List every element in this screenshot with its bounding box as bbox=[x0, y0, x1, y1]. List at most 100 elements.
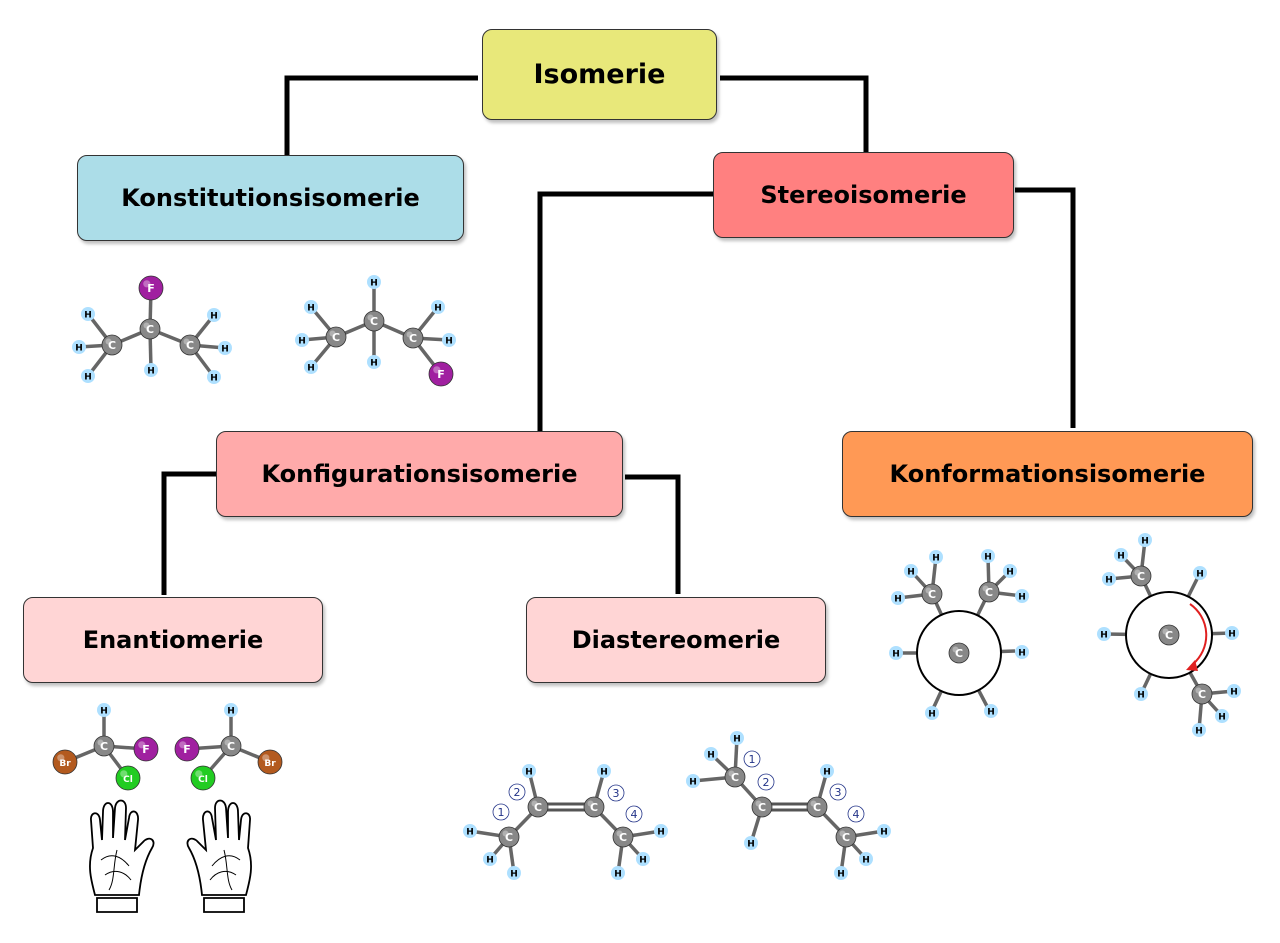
trans-butene-atom-hydrogen: H bbox=[859, 852, 873, 866]
atom-symbol: H bbox=[907, 568, 915, 578]
fluoropropane-1-atom-fluorine: F bbox=[428, 361, 454, 387]
atom-symbol: C bbox=[928, 588, 936, 601]
atom-symbol: C bbox=[370, 315, 378, 328]
newman-staggered-atom-hydrogen: H bbox=[1215, 709, 1229, 723]
node-label-konformationsisomerie: Konformationsisomerie bbox=[889, 460, 1206, 488]
newman-staggered-atom-carbon: C bbox=[1191, 683, 1213, 705]
carbon-number-label: 1 bbox=[743, 750, 761, 768]
carbon-number: 1 bbox=[749, 753, 756, 766]
hand-outline bbox=[89, 799, 155, 896]
atom-symbol: H bbox=[1196, 570, 1204, 580]
carbon-number: 3 bbox=[613, 787, 620, 800]
atom-symbol: C bbox=[758, 801, 766, 814]
carbon-number: 2 bbox=[763, 776, 770, 789]
node-label-diastereomerie: Diastereomerie bbox=[571, 626, 781, 654]
carbon-number-label: 2 bbox=[757, 773, 775, 791]
enantiomer-left-atom-carbon: C bbox=[93, 735, 115, 757]
newman-staggered-atom-hydrogen: H bbox=[1225, 626, 1239, 640]
newman-eclipsed-atom-hydrogen: H bbox=[1015, 589, 1029, 603]
node-label-konfigurationsisomerie: Konfigurationsisomerie bbox=[261, 460, 578, 488]
fluoropropane-2-atom-hydrogen: H bbox=[207, 308, 221, 322]
atom-symbol: H bbox=[210, 374, 218, 384]
atom-symbol: H bbox=[733, 735, 741, 745]
atom-symbol: C bbox=[731, 771, 739, 784]
fluoropropane-2-atom-hydrogen: H bbox=[144, 363, 158, 377]
fluoropropane-2-atom-fluorine: F bbox=[138, 275, 164, 301]
atom-symbol: C bbox=[108, 339, 116, 352]
carbon-number: 2 bbox=[514, 786, 521, 799]
atom-symbol: H bbox=[932, 554, 940, 564]
fluoropropane-1-atom-carbon: C bbox=[325, 326, 347, 348]
atom-symbol: H bbox=[1100, 631, 1108, 641]
fluoropropane-2-atom-hydrogen: H bbox=[81, 307, 95, 321]
atom-symbol: H bbox=[894, 595, 902, 605]
fluoropropane-1-atom-hydrogen: H bbox=[442, 333, 456, 347]
atom-symbol: H bbox=[370, 279, 378, 289]
atom-symbol: H bbox=[689, 778, 697, 788]
node-konstitutionsisomerie: Konstitutionsisomerie bbox=[77, 155, 464, 241]
atom-symbol: C bbox=[409, 332, 417, 345]
node-stereoisomerie: Stereoisomerie bbox=[713, 152, 1014, 238]
node-label-isomerie: Isomerie bbox=[533, 59, 666, 90]
fluoropropane-2-atom-hydrogen: H bbox=[218, 341, 232, 355]
atom-symbol: C bbox=[985, 586, 993, 599]
cis-butene-atom-carbon: C bbox=[612, 826, 634, 848]
atom-symbol: C bbox=[619, 831, 627, 844]
newman-eclipsed-atom-hydrogen: H bbox=[925, 706, 939, 720]
newman-staggered-atom-hydrogen: H bbox=[1134, 687, 1148, 701]
trans-butene-atom-hydrogen: H bbox=[820, 764, 834, 778]
atom-symbol: H bbox=[84, 373, 92, 383]
atom-symbol: C bbox=[1137, 570, 1145, 583]
carbon-number-label: 3 bbox=[607, 784, 625, 802]
atom-symbol: H bbox=[298, 337, 306, 347]
bonds bbox=[64, 282, 1235, 874]
atom-symbol: C bbox=[955, 647, 963, 660]
trans-butene-atom-carbon: C bbox=[751, 796, 773, 818]
atom-symbol: H bbox=[837, 870, 845, 880]
newman-staggered-atom-hydrogen: H bbox=[1227, 684, 1241, 698]
atom-symbol: H bbox=[525, 768, 533, 778]
node-enantiomerie: Enantiomerie bbox=[23, 597, 323, 683]
atom-symbol: H bbox=[1218, 713, 1226, 723]
node-isomerie: Isomerie bbox=[482, 29, 717, 120]
enantiomer-left-atom-fluorine: F bbox=[133, 736, 159, 762]
cis-butene-atom-hydrogen: H bbox=[522, 764, 536, 778]
atom-symbol: C bbox=[1198, 688, 1206, 701]
newman-eclipsed-atom-hydrogen: H bbox=[929, 550, 943, 564]
newman-staggered-atom-hydrogen: H bbox=[1193, 566, 1207, 580]
atom-symbol: H bbox=[445, 337, 453, 347]
atom-symbol: C bbox=[146, 323, 154, 336]
cis-butene-atom-carbon: C bbox=[583, 796, 605, 818]
trans-butene-atom-hydrogen: H bbox=[834, 866, 848, 880]
atom-symbol: C bbox=[534, 801, 542, 814]
connector-lines bbox=[161, 75, 1076, 595]
atom-symbol: H bbox=[639, 856, 647, 866]
atom-symbol: C bbox=[813, 801, 821, 814]
node-label-enantiomerie: Enantiomerie bbox=[82, 626, 264, 654]
enantiomer-left-atom-chlorine: Cl bbox=[115, 765, 141, 791]
rotation-arrowhead bbox=[1186, 660, 1198, 671]
hand-cuff bbox=[203, 897, 245, 913]
trans-butene-atom-hydrogen: H bbox=[744, 836, 758, 850]
node-konformationsisomerie: Konformationsisomerie bbox=[842, 431, 1253, 517]
enantiomer-right-atom-chlorine: Cl bbox=[190, 765, 216, 791]
atom-symbol: H bbox=[486, 856, 494, 866]
newman-eclipsed-atom-hydrogen: H bbox=[984, 704, 998, 718]
enantiomer-right-atom-bromine: Br bbox=[257, 749, 283, 775]
atom-symbol: H bbox=[928, 710, 936, 720]
node-label-konstitutionsisomerie: Konstitutionsisomerie bbox=[121, 184, 420, 212]
atom-symbol: C bbox=[505, 831, 513, 844]
atom-symbol: H bbox=[1006, 568, 1014, 578]
atom-symbol: Cl bbox=[123, 775, 133, 785]
fluoropropane-1-atom-hydrogen: H bbox=[295, 333, 309, 347]
atom-symbol: H bbox=[657, 828, 665, 838]
atom-symbol: H bbox=[210, 312, 218, 322]
atom-symbol: H bbox=[880, 828, 888, 838]
newman-staggered-atom-carbon: C bbox=[1130, 565, 1152, 587]
enantiomer-right-atom-carbon: C bbox=[220, 735, 242, 757]
hands-illustration bbox=[89, 799, 252, 913]
enantiomer-right-atom-hydrogen: H bbox=[224, 703, 238, 717]
fluoropropane-2-atom-carbon: C bbox=[179, 334, 201, 356]
atom-symbol: F bbox=[147, 282, 155, 295]
